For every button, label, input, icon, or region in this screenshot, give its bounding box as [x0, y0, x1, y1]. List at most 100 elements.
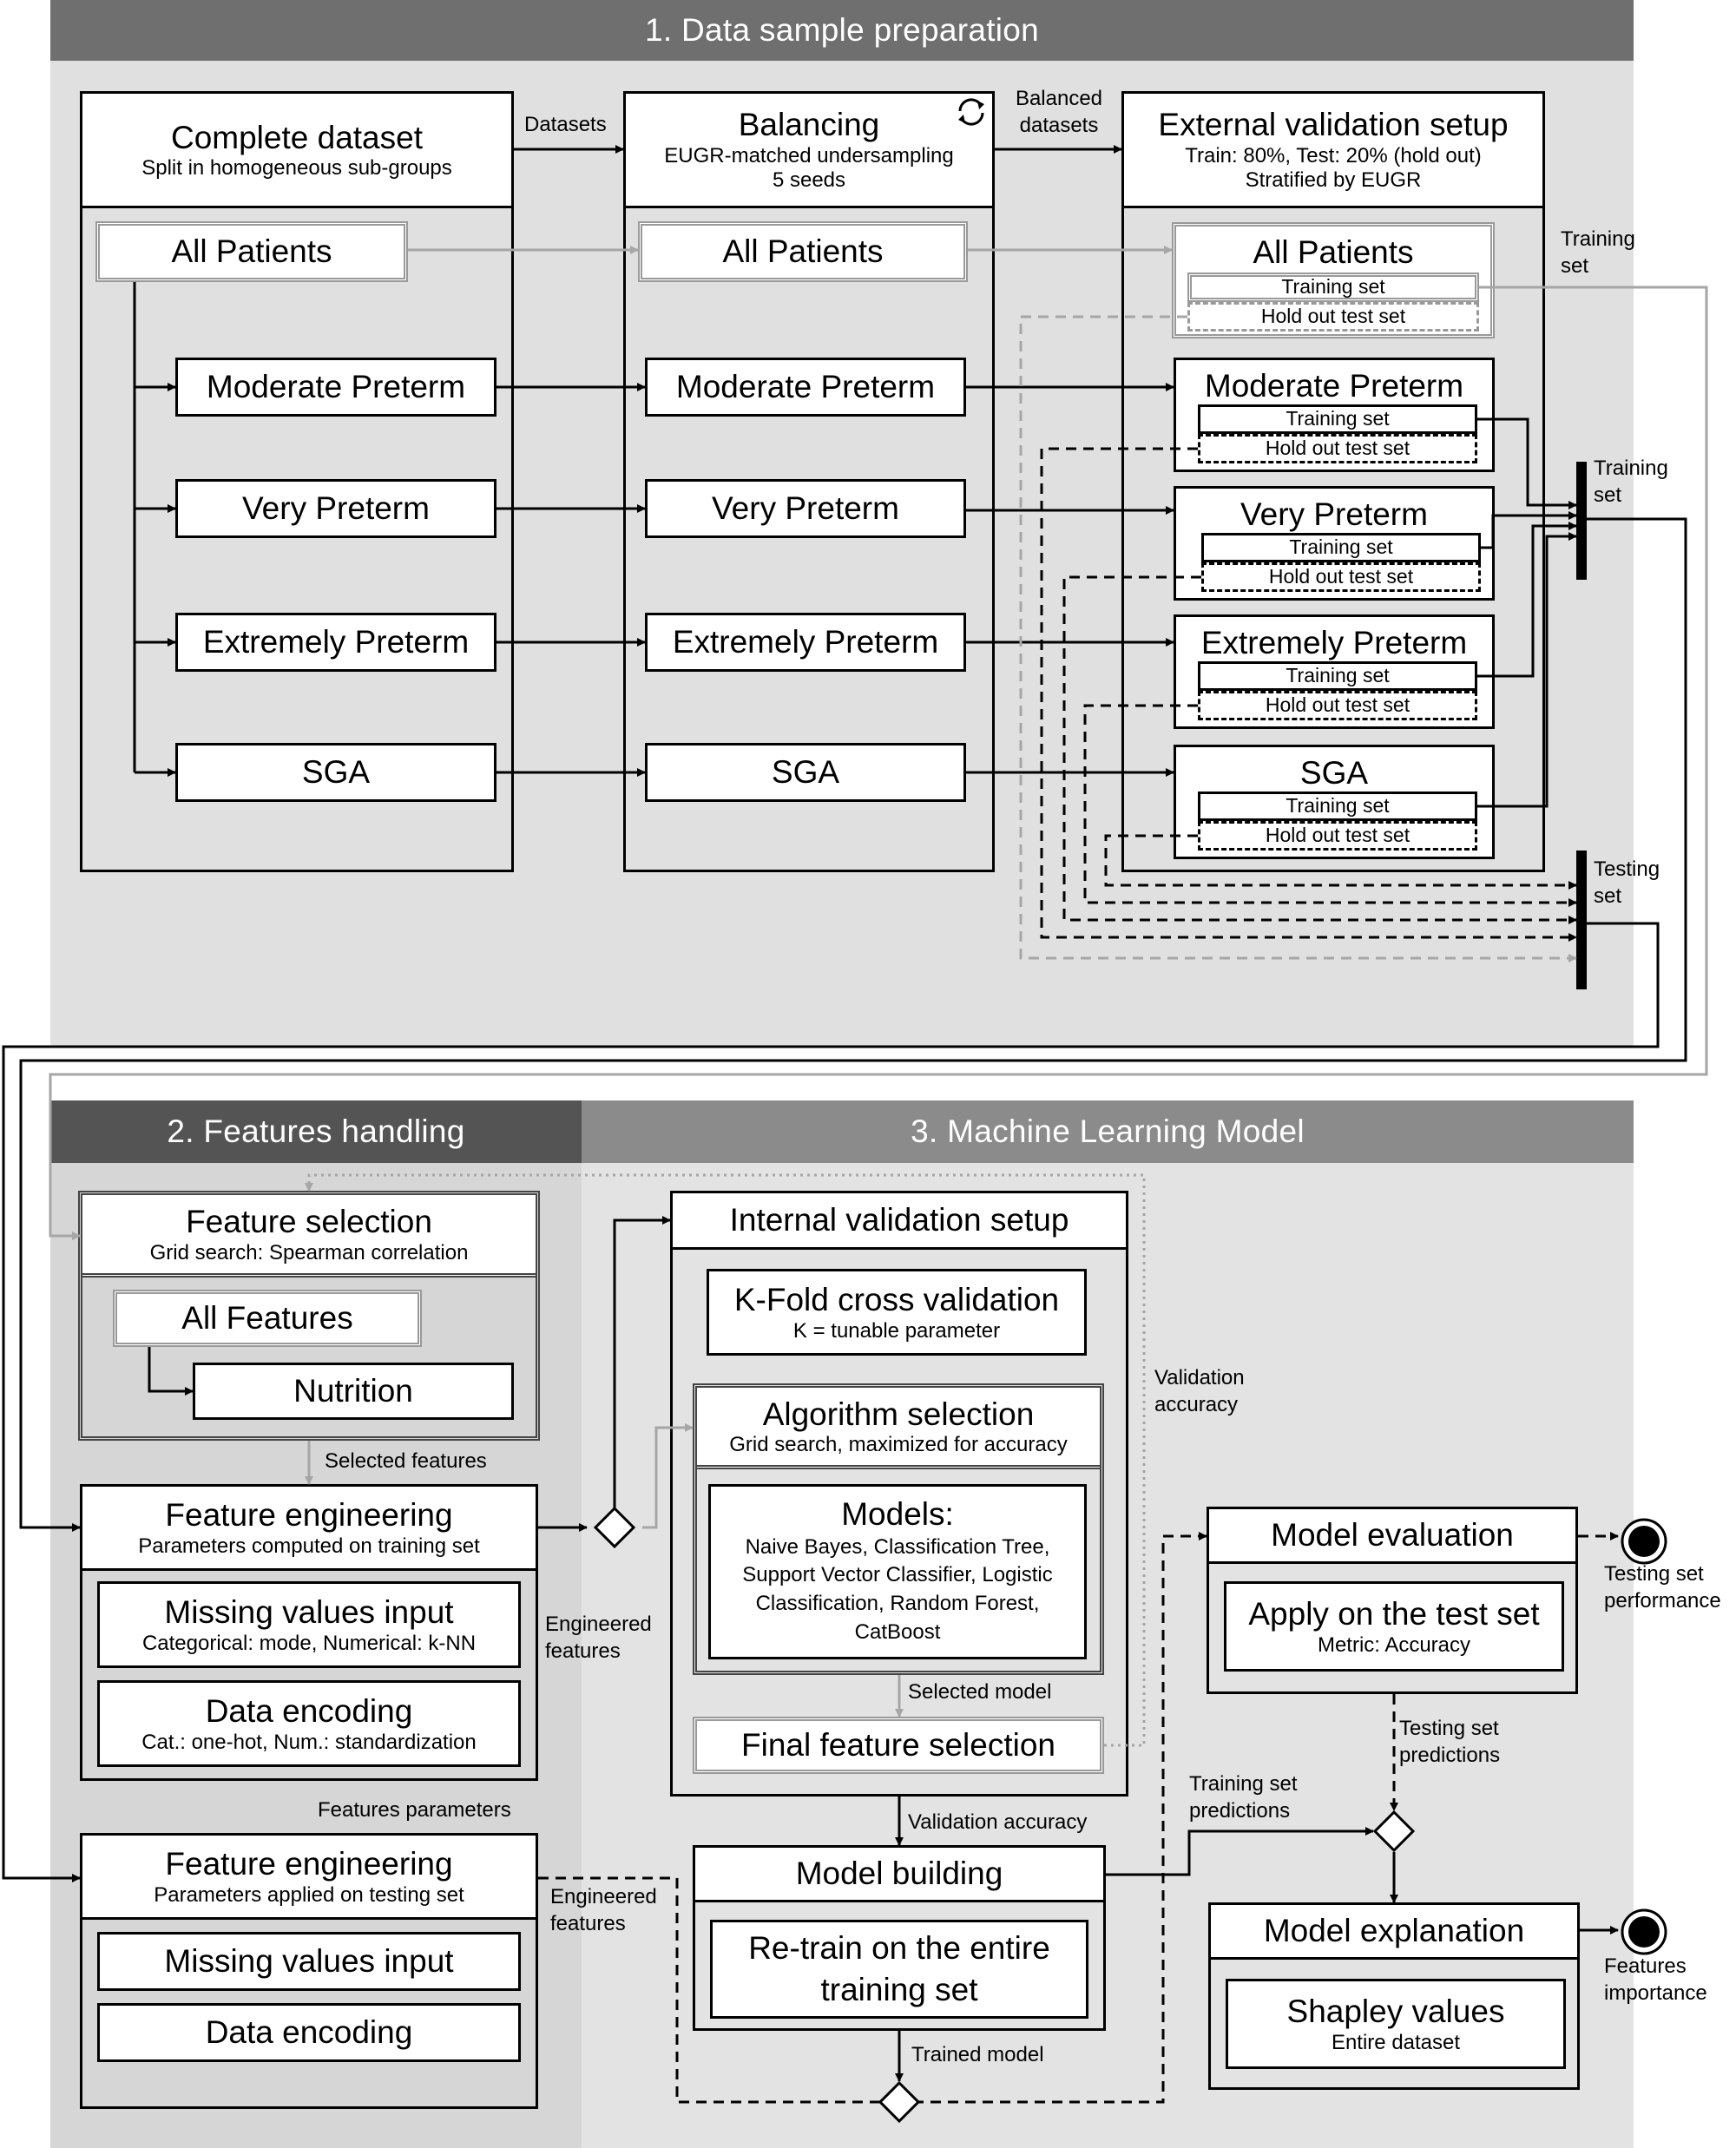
label-engineered-2-line2: features: [550, 1912, 626, 1936]
fe-test-header: Feature engineering Parameters applied o…: [80, 1833, 538, 1920]
group-all-patients-external-label: All Patients: [1253, 234, 1414, 270]
label-selected-model: Selected model: [908, 1680, 1052, 1704]
label-features-importance: Features importance: [1604, 1953, 1707, 2007]
feature-selection-header: Feature selection Grid search: Spearman …: [82, 1195, 536, 1278]
apply-test-set-metric: Metric: Accuracy: [1317, 1632, 1471, 1657]
label-validation-accuracy-side: Validation accuracy: [1154, 1364, 1245, 1418]
all-features-box: All Features: [113, 1290, 422, 1347]
label-engineered-features-1: Engineered features: [545, 1611, 652, 1665]
group-very-preterm-external-label: Very Preterm: [1240, 496, 1428, 532]
label-training-join-line2: set: [1594, 483, 1622, 508]
shapley-title: Shapley values: [1286, 1994, 1505, 2030]
balancing-subtitle: EUGR-matched undersampling: [664, 144, 954, 168]
label-trained-model: Trained model: [911, 2043, 1044, 2066]
label-val-acc-line2: accuracy: [1154, 1393, 1239, 1417]
fe-train-encoding-title: Data encoding: [205, 1693, 413, 1730]
label-imp-line1: Features: [1604, 1954, 1687, 1978]
apply-test-set-title: Apply on the test set: [1248, 1596, 1540, 1632]
group-sga-complete: SGA: [175, 743, 496, 802]
fe-test-missing-box: Missing values input: [97, 1932, 521, 1991]
label-selected-features: Selected features: [325, 1449, 487, 1473]
algorithm-selection-header: Algorithm selection Grid search, maximiz…: [697, 1388, 1100, 1469]
label-engineered-1-line1: Engineered: [545, 1613, 652, 1636]
label-testing-set-performance: Testing set performance: [1604, 1560, 1721, 1614]
very-holdout-set: Hold out test set: [1201, 562, 1481, 592]
complete-dataset-subtitle: Split in homogeneous sub-groups: [141, 156, 452, 181]
balancing-header: Balancing EUGR-matched undersampling 5 s…: [623, 91, 995, 208]
label-training-set-predictions: Training set predictions: [1189, 1770, 1298, 1824]
group-sga-balanced: SGA: [645, 743, 966, 802]
model-evaluation-title: Model evaluation: [1207, 1507, 1578, 1564]
training-join-bar: [1576, 462, 1587, 580]
model-explanation-title: Model explanation: [1208, 1902, 1580, 1960]
group-extremely-preterm-external-label: Extremely Preterm: [1200, 625, 1468, 660]
fe-test-subtitle: Parameters applied on testing set: [154, 1882, 464, 1907]
fe-train-missing-sub: Categorical: mode, Numerical: k-NN: [141, 1631, 477, 1655]
label-ts-pred-line1: Training set: [1189, 1772, 1298, 1796]
group-moderate-preterm-complete: Moderate Preterm: [175, 358, 496, 417]
very-training-set: Training set: [1201, 533, 1481, 562]
extremely-training-set: Training set: [1198, 661, 1477, 691]
models-box: Models: Naive Bayes, Classification Tree…: [708, 1484, 1087, 1659]
moderate-training-set: Training set: [1198, 404, 1477, 434]
models-list: Naive Bayes, Classification Tree, Suppor…: [742, 1534, 1053, 1644]
external-validation-header: External validation setup Train: 80%, Te…: [1121, 91, 1545, 208]
fe-train-encoding-sub: Cat.: one-hot, Num.: standardization: [141, 1730, 477, 1754]
group-very-preterm-balanced: Very Preterm: [645, 479, 966, 538]
label-testing-set-predictions: Testing set predictions: [1399, 1715, 1500, 1769]
label-balanced-line2: datasets: [1019, 114, 1099, 138]
label-engineered-2-line1: Engineered: [550, 1885, 657, 1908]
section-2-header: 2. Features handling: [50, 1100, 582, 1163]
end-node-importance-icon: [1621, 1908, 1667, 1955]
algorithm-selection-sub: Grid search, maximized for accuracy: [729, 1433, 1068, 1457]
label-balanced-line1: Balanced: [1015, 87, 1103, 110]
extremely-holdout-set: Hold out test set: [1198, 691, 1477, 720]
group-all-patients-balanced: All Patients: [638, 221, 968, 282]
label-training-set-top: Training set: [1561, 226, 1635, 279]
label-imp-line2: importance: [1604, 1981, 1707, 2006]
label-te-pred-line2: predictions: [1399, 1744, 1501, 1768]
fe-train-missing-box: Missing values input Categorical: mode, …: [97, 1581, 521, 1668]
label-training-top-line2: set: [1561, 254, 1589, 279]
section-3-header: 3. Machine Learning Model: [582, 1100, 1634, 1163]
algorithm-selection-title: Algorithm selection: [762, 1396, 1035, 1432]
label-val-acc-line1: Validation: [1154, 1366, 1245, 1389]
complete-dataset-title: Complete dataset: [170, 119, 423, 155]
label-perf-line1: Testing set: [1604, 1562, 1704, 1586]
external-validation-title: External validation setup: [1158, 107, 1509, 143]
complete-dataset-header: Complete dataset Split in homogeneous su…: [80, 91, 514, 208]
feature-selection-title: Feature selection: [186, 1204, 432, 1240]
apply-test-set-box: Apply on the test set Metric: Accuracy: [1224, 1581, 1564, 1672]
group-extremely-preterm-balanced: Extremely Preterm: [645, 613, 966, 672]
retrain-box: Re-train on the entire training set: [710, 1920, 1088, 2019]
group-all-patients-complete: All Patients: [95, 221, 408, 282]
label-balanced-datasets: Balanced datasets: [1007, 85, 1111, 139]
sga-holdout-set: Hold out test set: [1198, 821, 1477, 851]
moderate-holdout-set: Hold out test set: [1198, 434, 1477, 463]
group-very-preterm-complete: Very Preterm: [175, 479, 496, 538]
fe-train-subtitle: Parameters computed on training set: [138, 1534, 480, 1558]
all-patients-training-set: Training set: [1187, 273, 1479, 302]
kfold-box: K-Fold cross validation K = tunable para…: [707, 1269, 1087, 1356]
label-testing-join-line1: Testing: [1594, 857, 1660, 881]
balancing-seeds: 5 seeds: [772, 168, 846, 193]
label-perf-line2: performance: [1604, 1589, 1721, 1613]
kfold-title: K-Fold cross validation: [733, 1282, 1060, 1318]
end-node-performance-icon: [1621, 1518, 1667, 1565]
label-engineered-features-2: Engineered features: [550, 1883, 657, 1937]
refresh-icon: [958, 98, 984, 126]
label-testing-set-join: Testing set: [1594, 856, 1660, 910]
label-validation-accuracy: Validation accuracy: [908, 1810, 1088, 1834]
external-validation-stratified: Stratified by EUGR: [1245, 168, 1422, 193]
label-datasets: Datasets: [524, 113, 607, 136]
internal-validation-title: Internal validation setup: [670, 1191, 1128, 1250]
feature-selection-subtitle: Grid search: Spearman correlation: [149, 1240, 469, 1264]
group-moderate-preterm-balanced: Moderate Preterm: [645, 358, 966, 417]
sga-training-set: Training set: [1198, 792, 1477, 821]
label-ts-pred-line2: predictions: [1189, 1799, 1291, 1823]
balancing-title: Balancing: [738, 107, 880, 143]
model-building-title: Model building: [693, 1845, 1106, 1902]
testing-join-bar: [1576, 851, 1587, 989]
shapley-box: Shapley values Entire dataset: [1226, 1979, 1566, 2069]
final-feature-selection-box: Final feature selection: [693, 1717, 1104, 1774]
